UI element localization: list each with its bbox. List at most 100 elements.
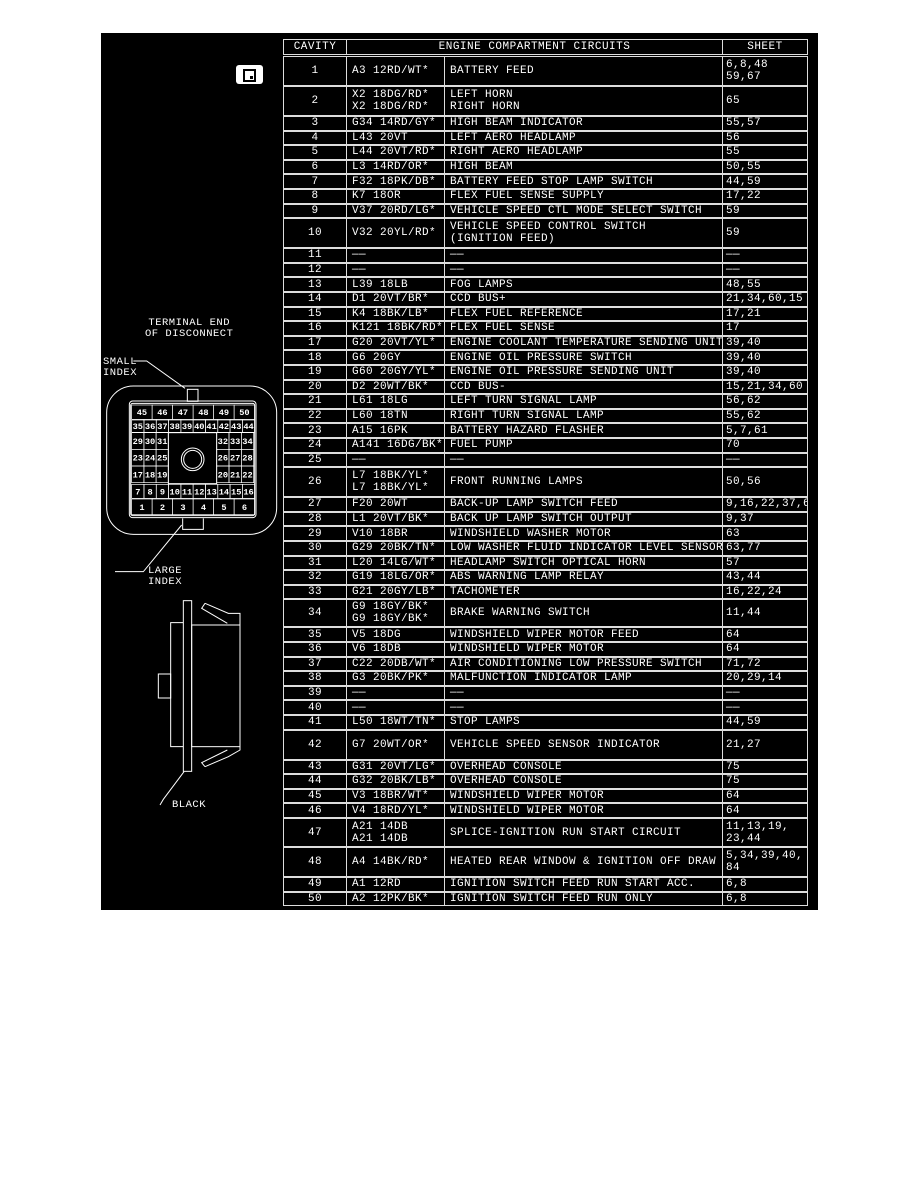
sheet-refs-line: 9,16,22,37,60 bbox=[726, 498, 808, 511]
sheet-refs: 56,62 bbox=[722, 394, 808, 409]
sheet-refs-line: 59,67 bbox=[726, 71, 762, 83]
sheet-refs-line: —— bbox=[726, 701, 741, 714]
sheet-refs: 71,72 bbox=[722, 656, 808, 672]
wire-code-line: L7 18BK/YL* bbox=[352, 482, 430, 495]
table-row: 25—————— bbox=[283, 452, 808, 468]
sheet-refs: 50,56 bbox=[722, 467, 808, 498]
circuit-name: LEFT AERO HEADLAMP bbox=[444, 130, 723, 146]
cavity-number: 27 bbox=[283, 497, 347, 512]
wire-code: L61 18LG bbox=[346, 394, 445, 409]
sheet-refs: 75 bbox=[722, 759, 808, 775]
wire-code-line: G21 20GY/LB* bbox=[352, 586, 437, 599]
circuit-name-line: RIGHT HORN bbox=[450, 101, 521, 113]
wire-code: L44 20VT/RD* bbox=[346, 145, 445, 160]
pin-number: 46 bbox=[157, 408, 167, 418]
pin-number: 49 bbox=[219, 408, 229, 418]
sheet-refs-line: 17,22 bbox=[726, 190, 762, 203]
wire-code-line: V32 20YL/RD* bbox=[352, 227, 437, 240]
sheet-refs-line: 59 bbox=[726, 204, 741, 217]
circuit-name-line: WINDSHIELD WIPER MOTOR bbox=[450, 804, 605, 817]
circuit-name: IGNITION SWITCH FEED RUN START ACC. bbox=[444, 877, 723, 892]
wire-code: G21 20GY/LB* bbox=[346, 584, 445, 600]
circuit-name: TACHOMETER bbox=[444, 584, 723, 600]
circuit-name: FUEL PUMP bbox=[444, 438, 723, 453]
circuit-name-line: FRONT RUNNING LAMPS bbox=[450, 476, 584, 489]
sheet-refs: 15,21,34,60 bbox=[722, 379, 808, 395]
pin-number: 15 bbox=[231, 487, 241, 497]
sheet-refs: 64 bbox=[722, 627, 808, 642]
cavity-number: 12 bbox=[283, 262, 347, 278]
wire-code: G7 20WT/OR* bbox=[346, 729, 445, 760]
cavity-number: 4 bbox=[283, 130, 347, 146]
sheet-refs-line: 6,8,48 bbox=[726, 59, 769, 71]
circuit-name: OVERHEAD CONSOLE bbox=[444, 774, 723, 789]
cavity-number: 3 bbox=[283, 116, 347, 131]
cavity-number: 41 bbox=[283, 715, 347, 730]
circuit-name: AIR CONDITIONING LOW PRESSURE SWITCH bbox=[444, 656, 723, 672]
wire-code-line: K121 18BK/RD* bbox=[352, 322, 444, 335]
wire-code-line: K4 18BK/LB* bbox=[352, 307, 430, 320]
circuit-name: BACK UP LAMP SWITCH OUTPUT bbox=[444, 511, 723, 527]
circuit-name: HEADLAMP SWITCH OPTICAL HORN bbox=[444, 555, 723, 571]
sheet-refs-line: 5,34,39,40, bbox=[726, 850, 804, 862]
circuit-name-line: LOW WASHER FLUID INDICATOR LEVEL SENSOR bbox=[450, 542, 723, 555]
pin-number: 11 bbox=[182, 487, 192, 497]
pin-number: 45 bbox=[137, 408, 147, 418]
wire-code: L1 20VT/BK* bbox=[346, 511, 445, 527]
circuit-name-line: CCD BUS- bbox=[450, 380, 507, 393]
circuit-name-line: LEFT TURN SIGNAL LAMP bbox=[450, 395, 598, 408]
circuit-name-line: FUEL PUMP bbox=[450, 439, 514, 452]
sheet-refs: 44,59 bbox=[722, 715, 808, 730]
wire-code-line: L39 18LB bbox=[352, 278, 409, 291]
pin-number: 9 bbox=[160, 487, 165, 497]
sheet-refs-line: 64 bbox=[726, 628, 741, 641]
circuit-name-line: LEFT AERO HEADLAMP bbox=[450, 131, 577, 144]
sheet-refs: 39,40 bbox=[722, 365, 808, 380]
circuit-name-line: FLEX FUEL SENSE bbox=[450, 322, 556, 335]
wire-code-line: V5 18DG bbox=[352, 628, 402, 641]
table-row: 12—————— bbox=[283, 262, 808, 278]
wire-code: V10 18BR bbox=[346, 526, 445, 541]
wire-code-line: V4 18RD/YL* bbox=[352, 804, 430, 817]
pin-number: 22 bbox=[242, 470, 252, 480]
wire-code: G34 14RD/GY* bbox=[346, 116, 445, 131]
wire-code-line: L20 14LG/WT* bbox=[352, 556, 437, 569]
circuit-name-line: MALFUNCTION INDICATOR LAMP bbox=[450, 672, 633, 685]
circuit-name: ENGINE OIL PRESSURE SWITCH bbox=[444, 350, 723, 365]
sheet-refs-line: 17,21 bbox=[726, 307, 762, 320]
pin-number: 42 bbox=[219, 422, 229, 432]
pin-number: 21 bbox=[230, 470, 240, 480]
pin-number: 27 bbox=[230, 454, 240, 464]
sheet-refs-line: 44,59 bbox=[726, 716, 762, 729]
circuit-name-line: IGNITION SWITCH FEED RUN ONLY bbox=[450, 892, 654, 905]
cavity-number: 40 bbox=[283, 700, 347, 715]
connector-icon bbox=[236, 65, 263, 84]
sheet-refs-line: 15,21,34,60 bbox=[726, 380, 804, 393]
sheet-refs: 21,27 bbox=[722, 729, 808, 760]
cavity-number: 34 bbox=[283, 599, 347, 628]
sheet-refs-line: 56,62 bbox=[726, 395, 762, 408]
large-index-leader bbox=[115, 524, 183, 573]
circuit-name-line: VEHICLE SPEED SENSOR INDICATOR bbox=[450, 738, 661, 751]
pin-cell bbox=[241, 465, 254, 483]
small-index-label: SMALL INDEX bbox=[103, 356, 138, 379]
cavity-number: 38 bbox=[283, 671, 347, 686]
sheet-refs: 64 bbox=[722, 788, 808, 804]
wire-code-line: A21 14DB bbox=[352, 832, 409, 845]
circuit-name-line: WINDSHIELD WIPER MOTOR bbox=[450, 643, 605, 656]
circuit-name-line: ENGINE COOLANT TEMPERATURE SENDING UNIT bbox=[450, 337, 723, 350]
circuit-name-line: —— bbox=[450, 453, 465, 466]
sheet-refs: 39,40 bbox=[722, 350, 808, 365]
sheet-refs: 43,44 bbox=[722, 570, 808, 585]
